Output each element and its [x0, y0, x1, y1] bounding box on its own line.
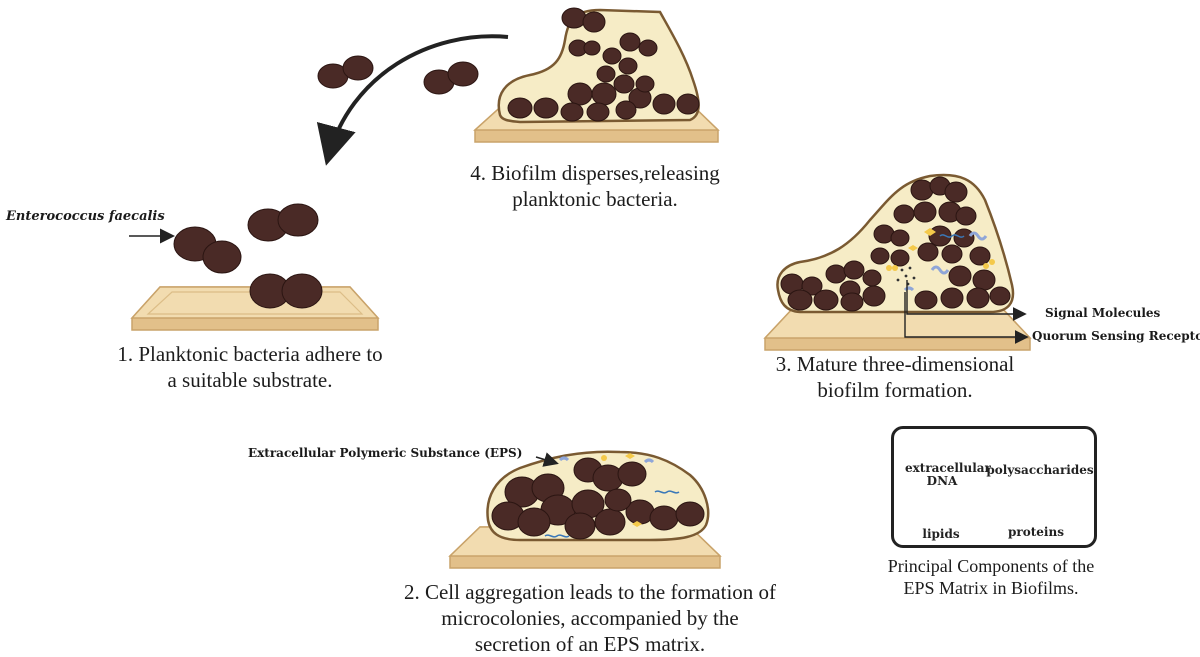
legend-dna-label: extracellular DNA [905, 461, 991, 488]
caption-line: biofilm formation. [817, 378, 973, 402]
eps-pointer-arrow [535, 452, 559, 467]
bacteria-stage-2 [491, 457, 705, 540]
stage-3-graphic [763, 173, 1032, 351]
legend-lipids-label: lipids [922, 527, 960, 541]
caption-line: 1. Planktonic bacteria adhere to [117, 342, 383, 366]
caption-line: a suitable substrate. [167, 368, 333, 392]
legend-dna-line: DNA [926, 474, 958, 488]
stage-4-graphic [316, 7, 720, 166]
dispersed-bacteria [317, 55, 479, 95]
stage-4-caption: 4. Biofilm disperses,releasing planktoni… [430, 160, 760, 212]
caption-line: Principal Components of the [887, 556, 1095, 576]
eps-components-stage-2 [544, 453, 680, 538]
legend-dna-line: extracellular [905, 461, 991, 475]
eps-label: Extracellular Polymeric Substance (EPS) [248, 446, 523, 460]
stage-1-caption: 1. Planktonic bacteria adhere to a suita… [80, 341, 420, 393]
stage-2-graphic [448, 450, 722, 569]
organism-label: Enterococcus faecalis [6, 209, 165, 224]
legend-polysaccharides-label: polysaccharides [986, 463, 1094, 477]
bacteria-stage-1 [173, 203, 323, 309]
stage-3-pointers [904, 280, 1029, 344]
caption-line: secretion of an EPS matrix. [474, 632, 706, 656]
legend-proteins-label: proteins [1008, 525, 1064, 539]
caption-line: EPS Matrix in Biofilms. [903, 578, 1079, 598]
caption-line: 2. Cell aggregation leads to the formati… [403, 580, 777, 604]
bacteria-stage-3 [780, 176, 1011, 312]
stage-1-graphic [129, 203, 380, 331]
eps-components-stage-3 [886, 228, 995, 292]
bacteria-stage-4 [507, 7, 700, 122]
dispersal-arrow [316, 34, 509, 166]
eps-legend-box [891, 426, 1097, 548]
caption-line: 4. Biofilm disperses,releasing [470, 161, 720, 185]
caption-line: planktonic bacteria. [512, 187, 678, 211]
legend-caption: Principal Components of the EPS Matrix i… [848, 555, 1134, 599]
quorum-sensing-receptor-label: Quorum Sensing Receptor [1032, 329, 1200, 343]
stage-3-caption: 3. Mature three-dimensional biofilm form… [735, 351, 1055, 403]
caption-line: microcolonies, accompanied by the [441, 606, 739, 630]
stage-2-caption: 2. Cell aggregation leads to the formati… [360, 579, 820, 657]
signal-molecules-label: Signal Molecules [1045, 306, 1161, 320]
caption-line: 3. Mature three-dimensional [775, 352, 1015, 376]
